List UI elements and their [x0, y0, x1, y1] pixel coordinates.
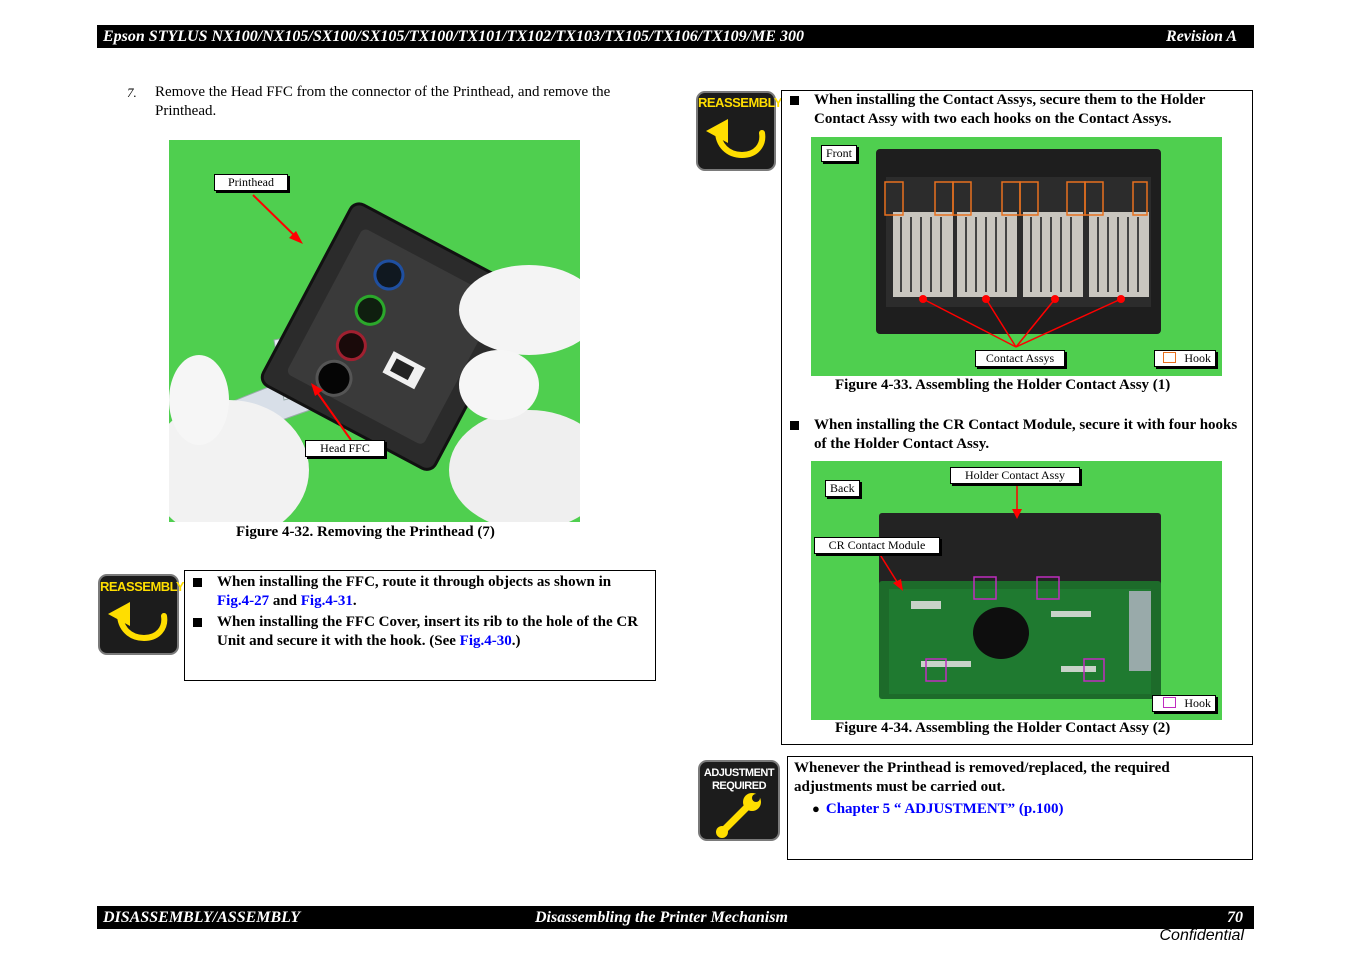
reassembly-right-item-1: When installing the Contact Assys, secur…: [790, 91, 1245, 129]
hook-marker-icon: [1163, 697, 1177, 708]
callout-front: Front: [821, 145, 858, 162]
figure-4-32-photo: Printhead Head FFC: [169, 140, 580, 522]
adjustment-icon-label-1: ADJUSTMENT: [703, 767, 775, 779]
hook-label: Hook: [1184, 351, 1211, 365]
reassembly-icon-label: REASSEMBLY: [100, 579, 185, 594]
callout-cr-contact-module: CR Contact Module: [814, 537, 940, 554]
link-fig-4-31[interactable]: Fig.4-31: [300, 593, 353, 609]
adjustment-icon-label-2: REQUIRED: [711, 780, 767, 792]
bullet-square-icon: [193, 578, 202, 587]
item-text: and: [269, 593, 301, 609]
adjustment-required-icon: ADJUSTMENT REQUIRED: [698, 760, 780, 841]
callout-back: Back: [825, 480, 860, 497]
reassembly-icon-label: REASSEMBLY: [698, 95, 783, 110]
bullet-square-icon: [790, 421, 799, 430]
link-chapter-5-adjustment[interactable]: Chapter 5 “ ADJUSTMENT” (p.100): [825, 801, 1064, 817]
adjustment-note: Whenever the Printhead is removed/replac…: [787, 756, 1253, 860]
callout-hook-legend: Hook: [1154, 350, 1216, 367]
undo-arrow-icon: [108, 602, 168, 642]
bullet-square-icon: [790, 96, 799, 105]
link-fig-4-27[interactable]: Fig.4-27: [217, 593, 270, 609]
cr-contact-module-illustration: [811, 461, 1222, 720]
header-bar: Epson STYLUS NX100/NX105/SX100/SX105/TX1…: [97, 25, 1254, 48]
item-text: When installing the FFC, route it throug…: [217, 574, 612, 590]
callout-head-ffc: Head FFC: [305, 440, 385, 457]
footer-subsection: Disassembling the Printer Mechanism: [535, 909, 788, 926]
document-title: Epson STYLUS NX100/NX105/SX100/SX105/TX1…: [103, 28, 804, 45]
reassembly-left-item-1: When installing the FFC, route it throug…: [193, 573, 648, 611]
figure-4-34-photo: Back Holder Contact Assy CR Contact Modu…: [811, 461, 1222, 720]
callout-holder-contact-assy: Holder Contact Assy: [950, 467, 1080, 484]
bullet-square-icon: [193, 618, 202, 627]
figure-4-33-photo: Front Contact Assys Hook: [811, 137, 1222, 376]
item-text: When installing the CR Contact Module, s…: [814, 417, 1238, 452]
printhead-illustration: [169, 140, 580, 522]
confidential-label: Confidential: [1159, 927, 1245, 944]
hook-marker-icon: [1163, 352, 1177, 363]
footer-section: DISASSEMBLY/ASSEMBLY: [103, 909, 301, 926]
step-number: 7.: [127, 85, 137, 100]
wrench-icon: [716, 793, 761, 838]
item-text: .: [352, 593, 357, 609]
undo-arrow-icon: [706, 119, 766, 159]
adjustment-text: Whenever the Printhead is removed/replac…: [794, 760, 1170, 795]
reassembly-icon-right: REASSEMBLY: [696, 91, 783, 171]
hook-label: Hook: [1184, 696, 1211, 710]
adjustment-link-item: ● Chapter 5 “ ADJUSTMENT” (p.100): [812, 799, 1064, 819]
figure-4-33-caption: Figure 4-33. Assembling the Holder Conta…: [835, 377, 1171, 393]
reassembly-left-item-2: When installing the FFC Cover, insert it…: [193, 613, 648, 651]
holder-contact-assy-illustration: [811, 137, 1222, 376]
figure-4-34-caption: Figure 4-34. Assembling the Holder Conta…: [835, 720, 1171, 736]
figure-4-32-caption: Figure 4-32. Removing the Printhead (7): [236, 524, 495, 540]
footer-bar: DISASSEMBLY/ASSEMBLY Disassembling the P…: [97, 906, 1254, 929]
bullet-dot-icon: ●: [812, 801, 820, 816]
reassembly-right-item-2: When installing the CR Contact Module, s…: [790, 416, 1245, 454]
callout-printhead: Printhead: [214, 174, 288, 191]
item-text: .): [511, 633, 521, 649]
callout-contact-assys: Contact Assys: [975, 350, 1065, 367]
callout-hook-legend: Hook: [1152, 695, 1216, 712]
reassembly-icon: REASSEMBLY: [98, 574, 185, 655]
item-text: When installing the Contact Assys, secur…: [814, 92, 1206, 127]
item-text: When installing the FFC Cover, insert it…: [217, 614, 639, 649]
reassembly-note-right: When installing the Contact Assys, secur…: [781, 90, 1253, 745]
revision-label: Revision A: [1166, 28, 1237, 45]
page-number: 70: [1227, 909, 1243, 926]
step-text: Remove the Head FFC from the connector o…: [155, 84, 611, 119]
step-7: 7. Remove the Head FFC from the connecto…: [127, 83, 647, 121]
reassembly-note-left: When installing the FFC, route it throug…: [184, 570, 656, 681]
link-fig-4-30[interactable]: Fig.4-30: [459, 633, 512, 649]
